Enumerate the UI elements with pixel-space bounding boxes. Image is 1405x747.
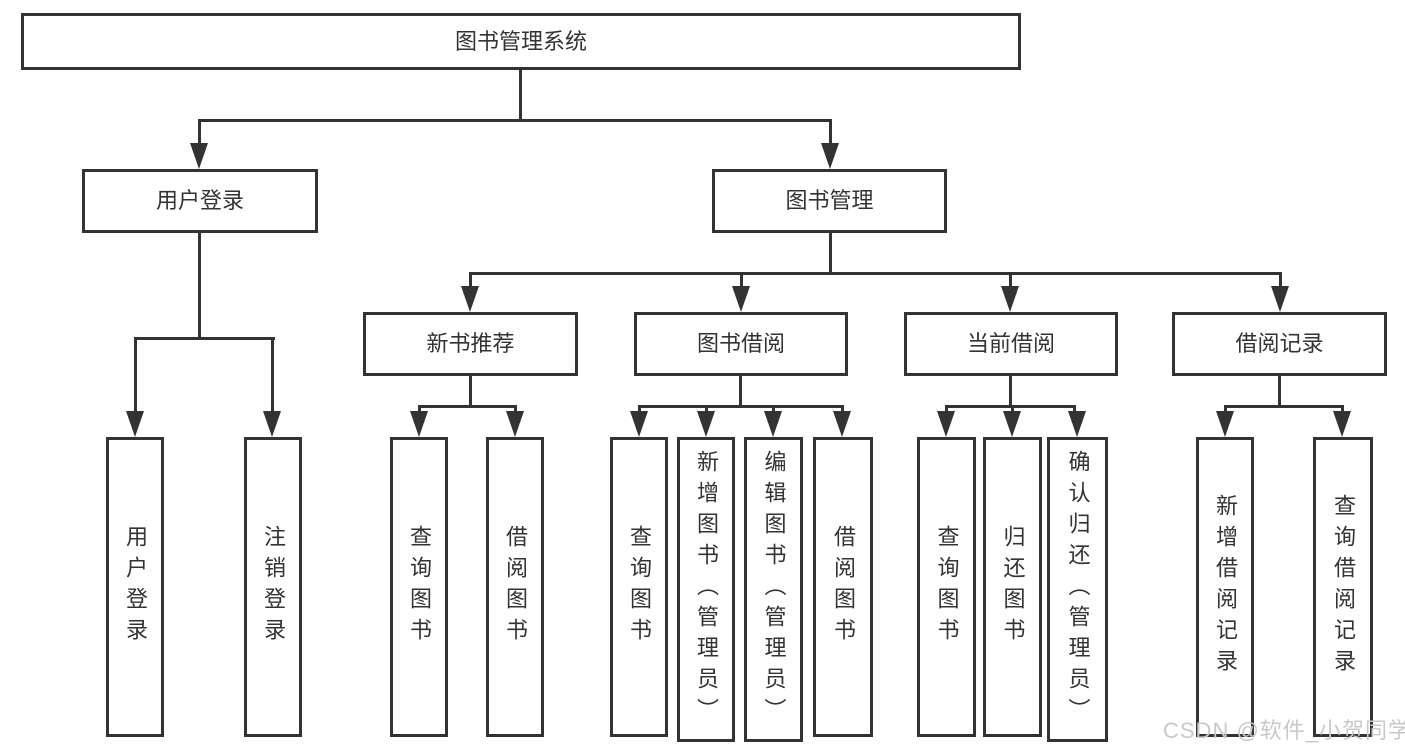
connector-line	[638, 405, 844, 408]
arrowhead-down	[821, 143, 839, 169]
arrowhead-down	[937, 411, 955, 437]
connector-line	[1278, 376, 1281, 408]
arrowhead-down	[190, 143, 208, 169]
leaf-add-borrow-record: 新增借阅记录	[1196, 437, 1254, 737]
arrowhead-down	[697, 411, 715, 437]
connector-line	[739, 376, 742, 408]
arrowhead-down	[1333, 411, 1351, 437]
node-current-borrowing: 当前借阅	[904, 312, 1118, 376]
connector-line	[469, 272, 472, 290]
node-book-borrowing: 图书借阅	[634, 312, 848, 376]
arrowhead-down	[833, 411, 851, 437]
connector-line	[519, 70, 522, 122]
arrowhead-down	[126, 411, 144, 437]
arrowhead-down	[732, 286, 750, 312]
arrowhead-down	[764, 411, 782, 437]
connector-line	[1009, 376, 1012, 408]
leaf-confirm-return-admin: 确认归还（管理员）	[1047, 437, 1108, 742]
leaf-edit-books-admin: 编辑图书（管理员）	[744, 437, 803, 742]
arrowhead-down	[1271, 286, 1289, 312]
leaf-user-login: 用户登录	[106, 437, 164, 737]
node-book-management: 图书管理	[712, 169, 947, 233]
node-library-management-system: 图书管理系统	[21, 13, 1021, 70]
leaf-query-borrow-record: 查询借阅记录	[1313, 437, 1373, 737]
leaf-logout: 注销登录	[244, 437, 302, 737]
connector-line	[134, 337, 137, 415]
arrowhead-down	[1001, 286, 1019, 312]
arrowhead-down	[410, 411, 428, 437]
node-new-book-recommendation: 新书推荐	[363, 312, 578, 376]
arrowhead-down	[1068, 411, 1086, 437]
connector-line	[469, 272, 1282, 275]
connector-line	[829, 233, 832, 275]
connector-line	[1009, 272, 1012, 290]
leaf-borrow-books: 借阅图书	[813, 437, 873, 737]
leaf-query-books: 查询图书	[610, 437, 668, 737]
leaf-query-books: 查询图书	[390, 437, 448, 737]
connector-line	[945, 405, 1076, 408]
arrowhead-down	[506, 411, 524, 437]
connector-line	[198, 119, 831, 122]
connector-line	[1224, 405, 1344, 408]
arrowhead-down	[461, 286, 479, 312]
connector-line	[418, 405, 517, 408]
connector-line	[1279, 272, 1282, 290]
connector-line	[740, 272, 743, 290]
leaf-return-books: 归还图书	[983, 437, 1042, 737]
connector-line	[271, 337, 274, 415]
csdn-watermark: CSDN @软件_小贺同学	[1163, 718, 1405, 743]
connector-line	[134, 337, 275, 340]
connector-line	[469, 376, 472, 408]
arrowhead-down	[1003, 411, 1021, 437]
connector-line	[198, 233, 201, 340]
arrowhead-down	[263, 411, 281, 437]
arrowhead-down	[630, 411, 648, 437]
leaf-borrow-books: 借阅图书	[486, 437, 544, 737]
node-borrowing-records: 借阅记录	[1172, 312, 1387, 376]
connector-line	[829, 119, 832, 151]
node-user-login: 用户登录	[82, 169, 318, 233]
leaf-query-books: 查询图书	[917, 437, 976, 737]
leaf-add-books-admin: 新增图书（管理员）	[677, 437, 735, 742]
arrowhead-down	[1216, 411, 1234, 437]
connector-line	[198, 119, 201, 151]
